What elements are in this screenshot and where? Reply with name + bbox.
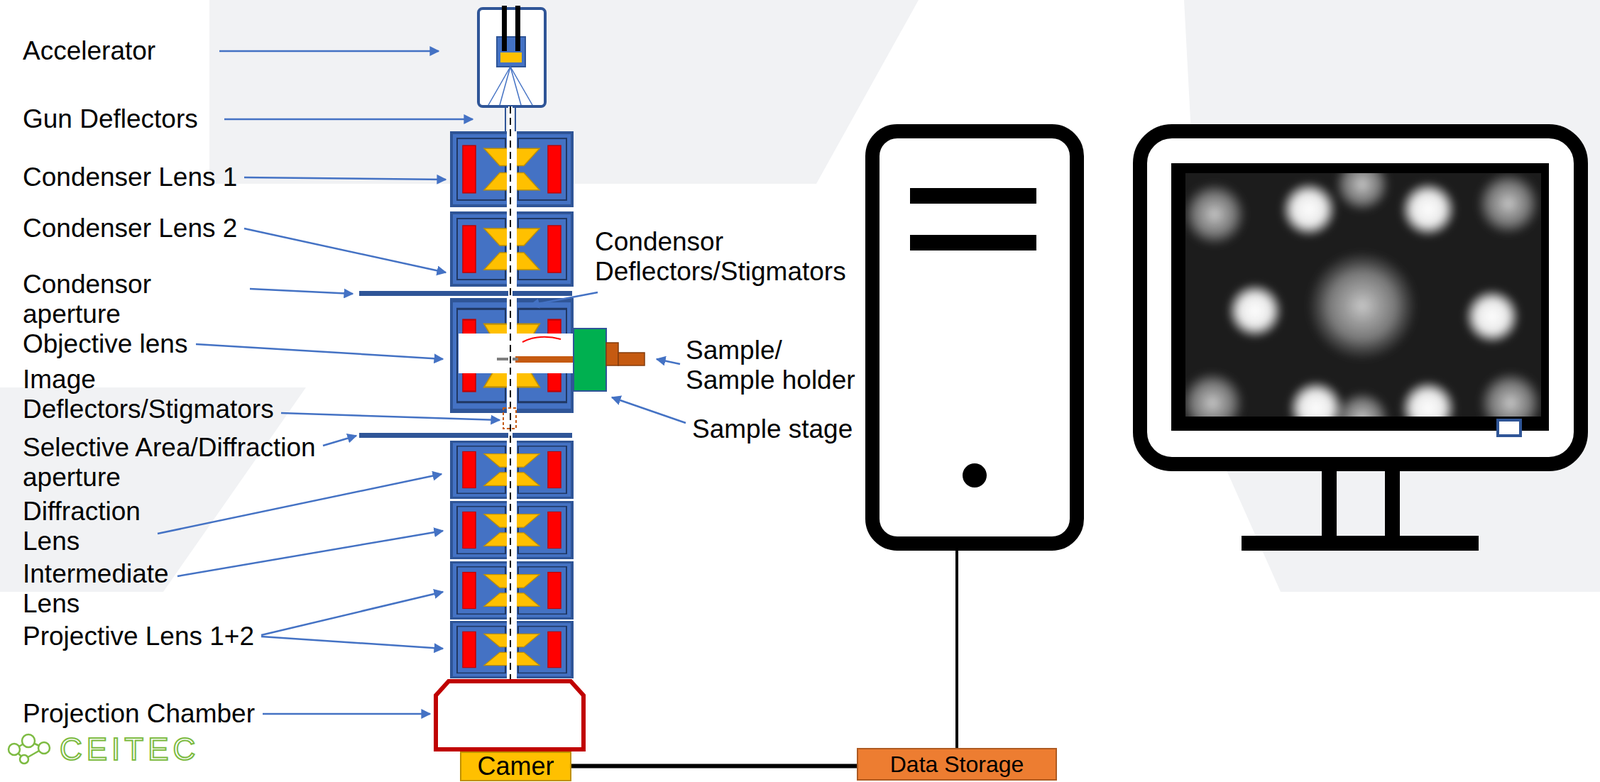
leader-line: [244, 228, 446, 273]
tem-image: [1185, 173, 1542, 417]
atom-columns: [1185, 173, 1542, 417]
part-label: Sample/ Sample holder: [685, 335, 864, 396]
logo-atom: [8, 743, 20, 756]
gun-block: [496, 36, 526, 67]
camera-box: Camer: [459, 751, 572, 782]
leader-line: [530, 292, 598, 306]
leader-line: [281, 413, 500, 421]
part-label: Condenser Lens 2: [22, 213, 307, 244]
logo-atom: [38, 742, 50, 754]
part-label: Image Deflectors/Stigmators: [22, 364, 286, 425]
atom-bright: [1280, 181, 1338, 238]
part-label: Projective Lens 1+2: [22, 621, 307, 652]
projection-chamber: [435, 681, 584, 750]
gun-tip: [500, 52, 522, 63]
atom-bright: [1463, 288, 1521, 345]
power-led: [1497, 420, 1521, 436]
beam-ray: [510, 66, 533, 106]
tower-cable: [955, 550, 959, 749]
sample: [496, 357, 519, 361]
storage-box: Data Storage: [856, 748, 1057, 781]
atom-bright: [1226, 282, 1284, 340]
holder-grip: [606, 342, 619, 366]
leader-line: [262, 713, 431, 716]
column-tube: [504, 106, 507, 132]
monitor-frame: [1140, 131, 1581, 465]
leader-line: [249, 288, 353, 294]
part-label: Accelerator: [22, 36, 307, 67]
atom-centre: [1306, 250, 1418, 362]
beam-ray: [488, 66, 511, 106]
part-label: Condensor Deflectors/Stigmators: [594, 227, 858, 287]
beam-ray: [499, 66, 511, 106]
part-label: Selective Area/Diffraction aperture: [22, 433, 346, 493]
drive-slot: [910, 188, 1037, 204]
sample-mark: [522, 337, 561, 343]
atom-bright: [1399, 181, 1457, 238]
leader-lines: [157, 51, 686, 715]
node-text: Data Storage: [890, 753, 1025, 776]
atom-grey: [1185, 181, 1248, 248]
atom-bright: [1287, 379, 1345, 417]
logo-icon: [8, 734, 50, 764]
part-label: Diffraction Lens: [22, 496, 165, 557]
aperture-bar: [359, 291, 573, 297]
logo-atom: [19, 755, 29, 764]
node-text: Camer: [477, 753, 554, 780]
sample-stage: [573, 328, 607, 392]
connector-line: [571, 764, 857, 769]
beam-axis: [509, 106, 512, 682]
computer-tower: [872, 131, 1077, 544]
part-label: Intermediate Lens: [22, 559, 194, 619]
part-label: Gun Deflectors: [22, 104, 307, 135]
drive-slot: [910, 234, 1037, 251]
part-label: Condenser Lens 1: [22, 162, 307, 193]
logo-atom: [22, 734, 35, 748]
beam-fan: [488, 66, 533, 106]
part-label: Sample stage: [692, 414, 877, 445]
beam-ray: [510, 66, 522, 106]
sample-gap: [458, 333, 575, 374]
monitor-neck: [1321, 471, 1337, 536]
image-deflector: [503, 408, 517, 429]
leader-line: [656, 359, 681, 365]
leader-line: [157, 474, 442, 534]
sample-rod: [515, 356, 574, 363]
logo-text: CEITEC: [59, 732, 287, 767]
part-label: Condensor aperture: [22, 269, 165, 330]
leader-line: [195, 344, 443, 360]
leader-line: [261, 592, 443, 636]
atom-grey: [1475, 173, 1542, 237]
part-label: Objective lens: [22, 329, 307, 360]
atom-dim: [1333, 173, 1391, 213]
power-button: [962, 463, 987, 488]
aperture-bar: [359, 433, 573, 438]
leader-line: [261, 636, 443, 649]
monitor-base: [1241, 535, 1479, 551]
gun-rod: [501, 5, 507, 52]
background-shape: [1184, 0, 1600, 593]
part-label: Projection Chamber: [22, 699, 307, 730]
gun-housing: [478, 8, 546, 107]
column-tube: [514, 106, 517, 132]
leader-line: [224, 118, 473, 121]
leader-line: [219, 50, 439, 53]
monitor-neck: [1384, 471, 1400, 536]
beam-axis: [508, 106, 513, 682]
leader-line: [611, 397, 686, 424]
atom-bright: [1399, 379, 1457, 417]
atom-grey: [1185, 370, 1246, 417]
leader-line: [244, 177, 446, 180]
atom-grey: [1477, 370, 1542, 417]
gun-rod: [515, 5, 521, 52]
holder-handle: [618, 352, 645, 366]
leader-line: [322, 435, 357, 446]
leader-line: [177, 530, 443, 577]
